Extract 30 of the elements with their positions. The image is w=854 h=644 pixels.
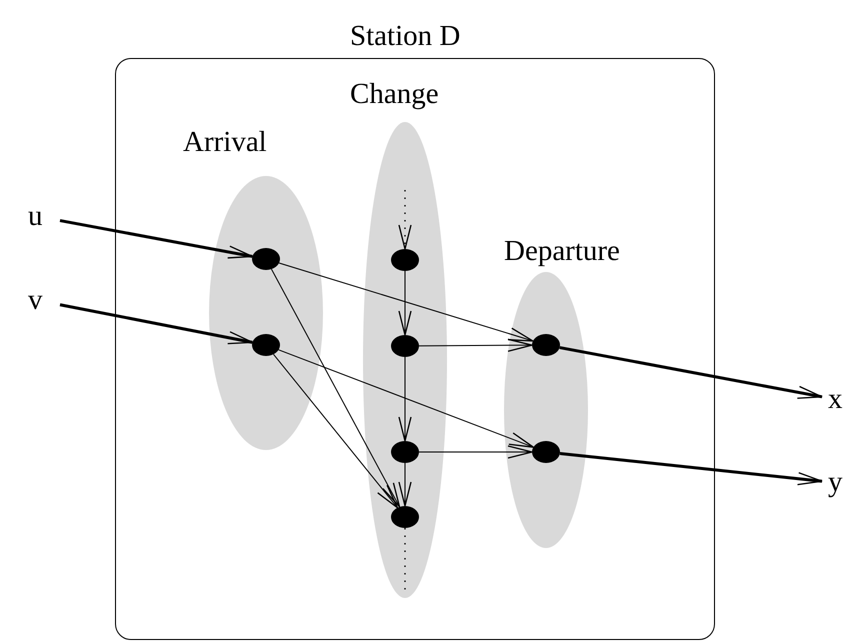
arrow: [418, 445, 533, 459]
arrow: [270, 268, 400, 508]
arrow: [273, 354, 398, 508]
group-label: Departure: [504, 237, 620, 266]
group-label: Arrival: [183, 128, 267, 157]
dotted-arrow: [398, 190, 412, 250]
track-label: y: [828, 468, 850, 498]
arrow: [398, 356, 412, 442]
arrow: [398, 270, 412, 336]
event-dot: [391, 506, 419, 528]
event-dot: [532, 441, 560, 463]
arrow: [418, 338, 533, 352]
event-dot: [391, 441, 419, 463]
event-dot: [391, 249, 419, 271]
track-label: u: [28, 202, 54, 232]
track-label: v: [28, 286, 54, 316]
event-dot: [252, 334, 280, 356]
arrow: [60, 303, 254, 344]
event-dot: [532, 334, 560, 356]
arrow: [559, 346, 823, 399]
station-title: Station D: [350, 22, 460, 51]
group-label: Change: [350, 80, 439, 109]
event-dot: [252, 248, 280, 270]
arrow: [278, 349, 534, 448]
arrow: [398, 462, 412, 507]
arrow: [60, 219, 254, 259]
arrow: [278, 262, 534, 342]
arrow: [560, 452, 823, 486]
event-dot: [391, 335, 419, 357]
track-label: x: [828, 385, 850, 415]
